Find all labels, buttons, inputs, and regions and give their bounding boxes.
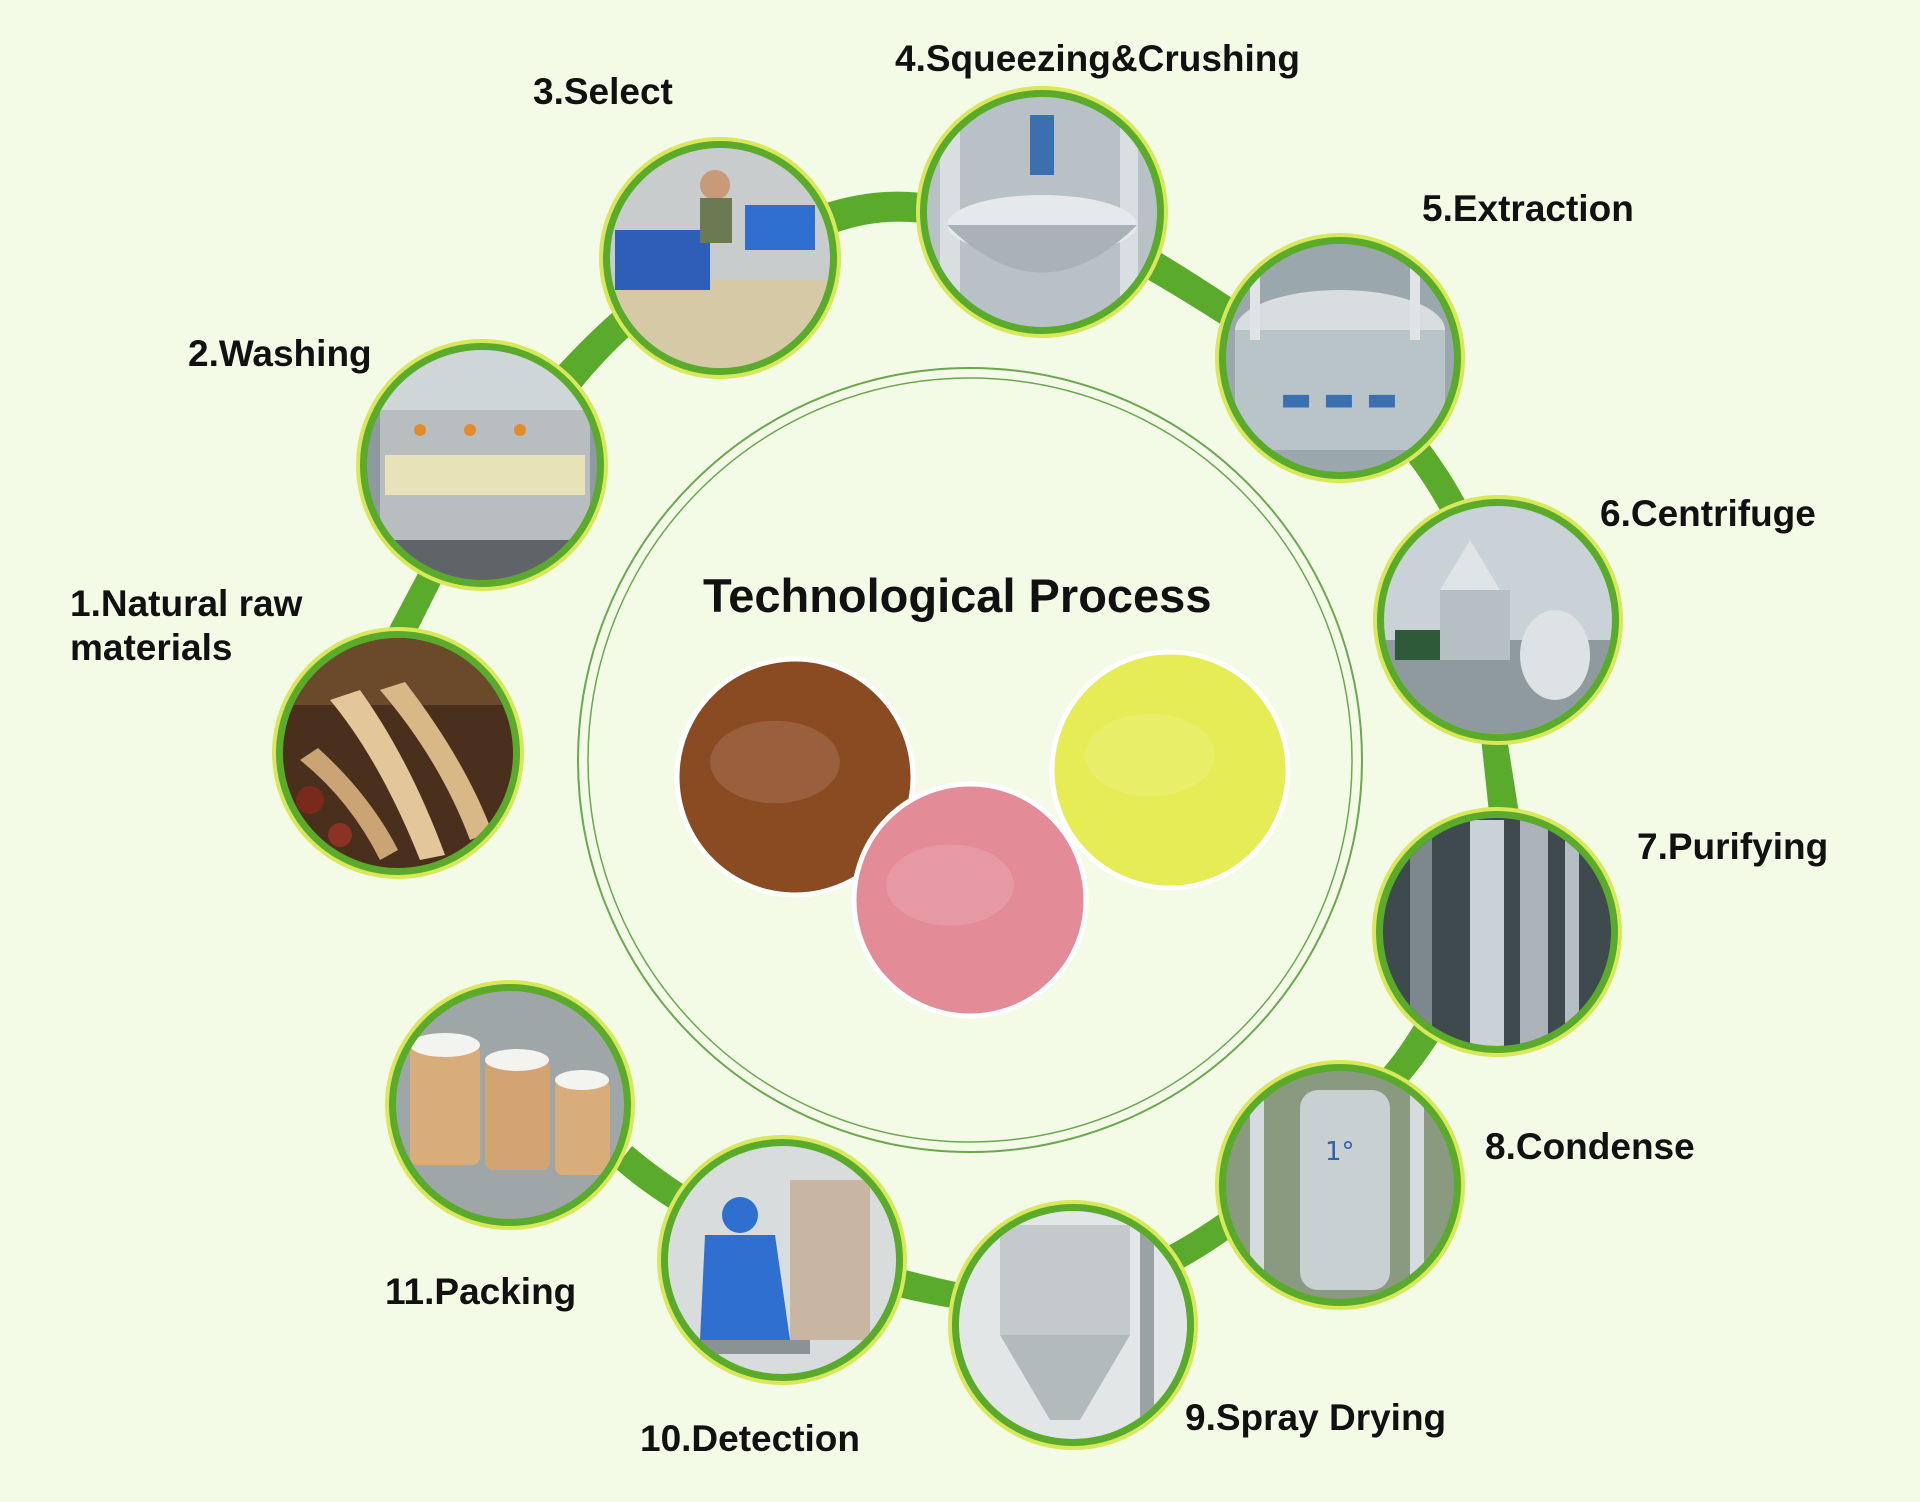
connector-9-10 [890,1268,970,1310]
step-label-5: 5.Extraction [1422,188,1634,229]
diagram-title: Technological Process [703,569,1212,622]
photo-6-centrifuge [1384,506,1612,734]
photo-2-washing [367,350,597,580]
step-label-3: 3.Select [533,71,673,112]
connector-10-11 [615,1146,686,1210]
step-label-8: 8.Condense [1485,1126,1695,1167]
connector-6-7 [1480,725,1520,822]
photo-8-condense: 1° [1226,1071,1454,1299]
photo-4-crushing [927,97,1157,327]
step-label-2: 2.Washing [188,333,372,374]
pink-powder-circle [851,781,1089,1019]
brown-powder-highlight [710,720,840,804]
photo-11-packing [396,991,624,1219]
yellow-powder-circle [1049,649,1291,891]
step-label-11: 11.Packing [385,1271,577,1312]
svg-text:▬ ▬ ▬: ▬ ▬ ▬ [1280,379,1398,419]
inner-ring-inner [587,377,1353,1143]
photo-3-select [610,148,830,368]
pink-powder-highlight [886,844,1014,926]
photo-5-extraction: ▬ ▬ ▬ [1226,244,1454,472]
inner-ring-outer [577,367,1363,1153]
step-label-9: 9.Spray Drying [1185,1397,1447,1438]
photo-9-spray-dryer [959,1211,1187,1439]
connector-3-4 [820,191,935,235]
svg-text:1°: 1° [1325,1137,1355,1167]
photo-7-purifying [1383,818,1611,1046]
step-label-7: 7.Purifying [1637,826,1829,867]
step-label-1: 1.Natural raw materials [70,582,302,670]
photo-1-ginseng [283,638,513,868]
photo-10-detection [668,1146,896,1374]
step-label-1-line2: materials [70,627,233,668]
step-label-6: 6.Centrifuge [1600,493,1816,534]
brown-powder-circle [674,656,916,898]
yellow-powder-highlight [1085,713,1215,797]
step-label-4: 4.Squeezing&Crushing [895,38,1300,79]
product-powders [674,649,1291,1019]
connector-4-5 [1140,245,1235,325]
step-label-10: 10.Detection [640,1418,861,1459]
step-label-1-line1: 1.Natural raw [70,583,303,624]
